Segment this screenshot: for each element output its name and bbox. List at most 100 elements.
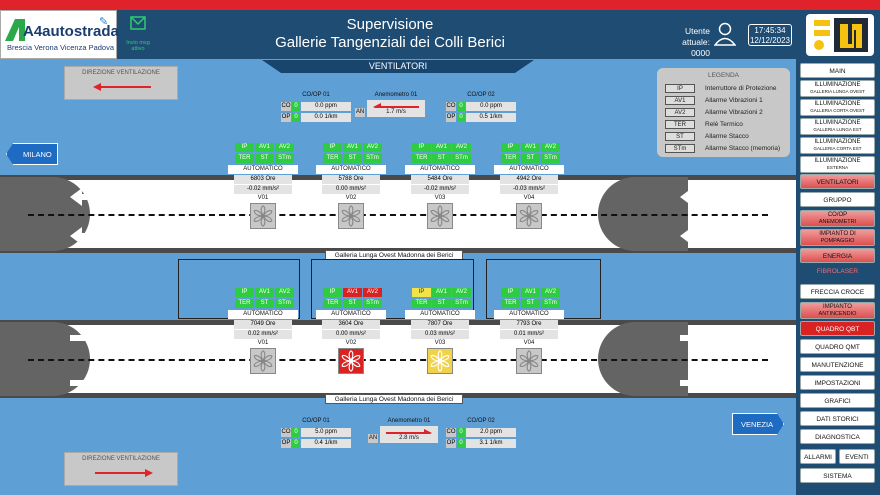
nav-gruppo-elettrogeno[interactable]: GRUPPO ELETTROGENO: [800, 192, 875, 219]
user-icon[interactable]: [714, 22, 736, 46]
fan-mode[interactable]: AUTOMATICO: [405, 165, 475, 174]
nav-sistema[interactable]: SISTEMA: [800, 468, 875, 483]
fan-mode[interactable]: AUTOMATICO: [494, 165, 564, 174]
fan-icon[interactable]: [250, 203, 276, 229]
venezia-direction-button[interactable]: VENEZIA: [732, 413, 784, 435]
fan-icon[interactable]: [338, 203, 364, 229]
brand-badge: [806, 14, 874, 56]
anemometer-value: 1.7 m/s: [367, 108, 425, 117]
fan-mode[interactable]: AUTOMATICO: [228, 165, 298, 174]
fan-name: V03: [434, 195, 446, 201]
fan-icon[interactable]: [250, 348, 276, 374]
fan-badge-st: ST: [255, 299, 274, 308]
fan-hours: 7807 Ore: [411, 320, 469, 329]
fan-name: V02: [345, 340, 357, 346]
nav-fibrolaser[interactable]: FIBROLASER: [816, 268, 859, 275]
co-op-title: CO/OP 02: [467, 92, 495, 98]
fan-badge-stm: STm: [275, 154, 294, 163]
user-label: Utente attuale:: [682, 26, 710, 47]
fan-icon[interactable]: [516, 203, 542, 229]
anemometer-title: Anemometro 01: [387, 418, 431, 424]
nav-label: IMPIANTO: [823, 304, 852, 310]
fan-mode[interactable]: AUTOMATICO: [316, 310, 386, 319]
fan-mode[interactable]: AUTOMATICO: [316, 165, 386, 174]
fan-icon[interactable]: [427, 348, 453, 374]
current-user: Utente attuale: 0000: [655, 26, 710, 59]
nav-ventilatori[interactable]: VENTILATORI: [800, 174, 875, 189]
ventilation-direction-bottom: DIREZIONE VENTILAZIONE: [64, 452, 178, 486]
nav-dati-storici[interactable]: DATI STORICI: [800, 411, 875, 426]
fan-mode[interactable]: AUTOMATICO: [494, 310, 564, 319]
co-label: CO: [446, 428, 456, 437]
fan-hours: 6803 Ore: [234, 175, 292, 184]
fan-mode[interactable]: AUTOMATICO: [228, 310, 298, 319]
anemometer-title: Anemometro 01: [374, 92, 418, 98]
user-id: 0000: [691, 48, 710, 58]
legend-code: AV2: [665, 108, 695, 117]
ventilation-direction-top: DIREZIONE VENTILAZIONE: [64, 66, 178, 100]
fan-vibration: 0.01 mm/s²: [500, 330, 558, 339]
clock-date: 12/12/2023: [749, 36, 791, 45]
fan-mode[interactable]: AUTOMATICO: [405, 310, 475, 319]
fan-badge-stm: STm: [541, 299, 560, 308]
fan-icon[interactable]: [338, 348, 364, 374]
fan-name: V04: [523, 340, 535, 346]
traffic-arrow-right-icon: [70, 374, 100, 392]
legend-code: ST: [665, 132, 695, 141]
nav-manutenzione[interactable]: MANUTENZIONE: [800, 357, 875, 372]
nav-impostazioni[interactable]: IMPOSTAZIONI: [800, 375, 875, 390]
milano-direction-button[interactable]: MILANO: [6, 143, 58, 165]
co-label: CO: [281, 102, 291, 111]
fan-badge-av2: AV2: [541, 143, 560, 152]
co-value: 0.0 ppm: [301, 102, 351, 111]
nav-eventi[interactable]: EVENTI: [839, 449, 875, 464]
fan-name: V01: [257, 195, 269, 201]
fan-icon[interactable]: [427, 203, 453, 229]
nav-diagnostica[interactable]: DIAGNOSTICA: [800, 429, 875, 444]
message-status[interactable]: Invio msg attivo: [120, 10, 156, 59]
nav-freccia-croce[interactable]: FRECCIA CROCE: [800, 284, 875, 299]
nav-main[interactable]: MAIN: [800, 63, 875, 78]
nav-energia[interactable]: ENERGIA: [800, 248, 875, 263]
nav-allarmi[interactable]: ALLARMI: [800, 449, 836, 464]
nav-quadro-qbt[interactable]: QUADRO QBT: [800, 321, 875, 336]
fan-badge-av2: AV2: [363, 143, 382, 152]
fan-badge-av1: AV1: [432, 143, 451, 152]
wrench-icon[interactable]: ✎: [99, 16, 109, 28]
nav-sublabel: GALLERIA CORTA OVEST: [810, 108, 865, 113]
op-value: 0.0 1/km: [301, 113, 351, 122]
legend-text: Interruttore di Protezione: [705, 85, 777, 92]
nav-quadro-qmt[interactable]: QUADRO QMT: [800, 339, 875, 354]
fan-badge-av1: AV1: [521, 143, 540, 152]
fan-badge-ter: TER: [501, 154, 520, 163]
nav-grafici[interactable]: GRAFICI: [800, 393, 875, 408]
nav-label: ILLUMINAZIONE: [814, 82, 861, 88]
fan-badge-ter: TER: [501, 299, 520, 308]
fan-icon[interactable]: [516, 348, 542, 374]
